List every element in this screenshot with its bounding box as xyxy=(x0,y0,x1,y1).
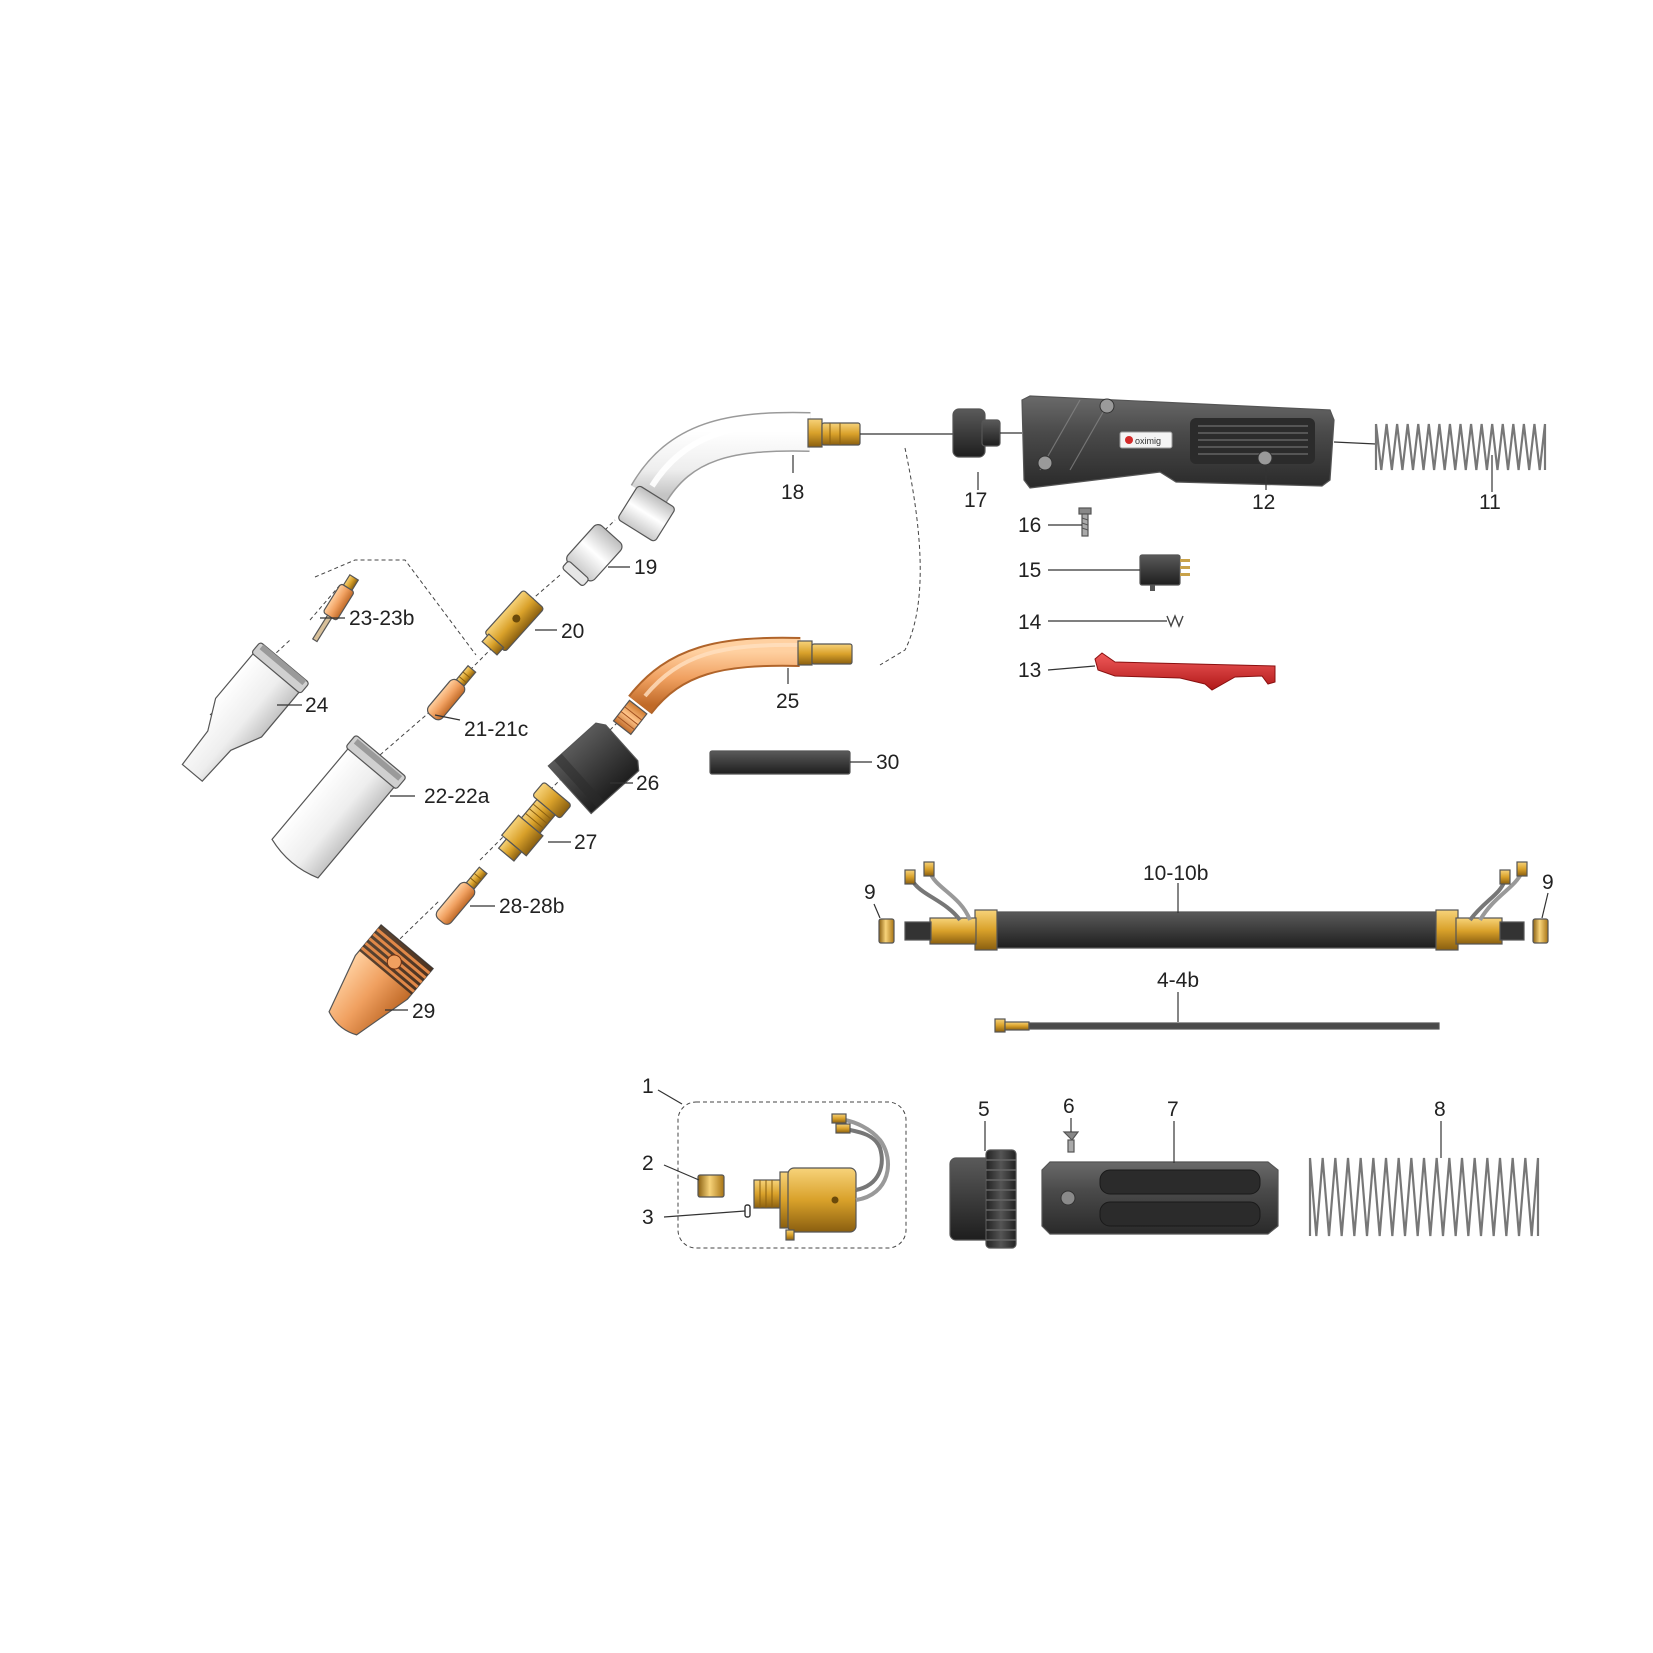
label-5: 5 xyxy=(978,1098,990,1121)
part-10-cable-assembly xyxy=(904,861,1528,951)
part-14-small-spring xyxy=(1166,614,1184,628)
assembly-path-axis-upper xyxy=(209,584,341,716)
label-6: 6 xyxy=(1063,1095,1075,1118)
label-12: 12 xyxy=(1252,491,1275,514)
label-3: 3 xyxy=(642,1206,654,1229)
part-9-nut-right xyxy=(1532,918,1549,944)
part-29-copper-nozzle xyxy=(328,923,435,1036)
label-22-22a: 22-22a xyxy=(424,785,490,808)
part-12-handle: oximig xyxy=(1021,395,1377,489)
label-9-left: 9 xyxy=(864,881,876,904)
part-labels: 18 17 12 11 16 15 14 13 19 20 23-23b 24 … xyxy=(305,481,1554,1229)
label-30: 30 xyxy=(876,751,899,774)
label-4-4b: 4-4b xyxy=(1157,969,1199,992)
part-15-microswitch xyxy=(1139,554,1190,591)
label-21-21c: 21-21c xyxy=(464,718,528,741)
part-11-spring xyxy=(1374,423,1547,471)
part-19-insulator xyxy=(562,523,623,586)
part-20-diffuser xyxy=(481,590,544,656)
label-27: 27 xyxy=(574,831,597,854)
label-1: 1 xyxy=(642,1075,654,1098)
part-26-dark-insulator xyxy=(547,722,640,815)
part-16-screw xyxy=(1078,507,1092,537)
part-5-nut xyxy=(949,1149,1017,1249)
label-15: 15 xyxy=(1018,559,1041,582)
part-30-sleeve xyxy=(709,750,872,775)
label-14: 14 xyxy=(1018,611,1042,634)
part-23-contact-tip-small xyxy=(311,573,360,643)
logo-text: oximig xyxy=(1135,436,1161,446)
part-3-o-ring xyxy=(744,1204,751,1218)
leader-lines xyxy=(277,455,1549,1218)
part-28-contact-tip xyxy=(435,866,488,925)
label-11: 11 xyxy=(1479,491,1501,514)
part-6-screw xyxy=(1062,1131,1080,1153)
part-21-contact-tip xyxy=(426,664,477,721)
label-10-10b: 10-10b xyxy=(1143,862,1208,885)
label-29: 29 xyxy=(412,1000,435,1023)
label-13: 13 xyxy=(1018,659,1041,682)
part-18-gooseneck xyxy=(618,411,960,542)
label-7: 7 xyxy=(1167,1098,1179,1121)
label-18: 18 xyxy=(781,481,804,504)
part-27-tip-holder xyxy=(497,782,571,862)
label-26: 26 xyxy=(636,772,659,795)
label-19: 19 xyxy=(634,556,657,579)
part-22-nozzle xyxy=(271,735,406,879)
label-24: 24 xyxy=(305,694,329,717)
part-1-group-box xyxy=(677,1101,907,1249)
part-9-nut-left xyxy=(878,918,895,944)
assembly-path-neck-link xyxy=(879,447,921,666)
label-23-23b: 23-23b xyxy=(349,607,414,630)
part-24-tapered-nozzle xyxy=(181,642,309,782)
label-20: 20 xyxy=(561,620,584,643)
label-28-28b: 28-28b xyxy=(499,895,564,918)
label-8: 8 xyxy=(1434,1098,1446,1121)
assembly-path-nozzle xyxy=(314,559,477,656)
assembly-path-axis-lower xyxy=(379,519,616,756)
part-4-liner xyxy=(994,1018,1440,1033)
part-8-spring xyxy=(1308,1157,1540,1237)
label-9-right: 9 xyxy=(1542,871,1554,894)
label-16: 16 xyxy=(1018,514,1041,537)
part-17-handle-nut xyxy=(952,408,1022,458)
assembly-path-lower-axis xyxy=(369,714,626,969)
part-7-rear-handle xyxy=(1041,1161,1279,1235)
part-2-sleeve xyxy=(697,1174,725,1198)
label-17: 17 xyxy=(964,489,987,512)
part-25-copper-gooseneck xyxy=(612,636,853,736)
part-13-trigger xyxy=(1094,652,1276,691)
part-1-central-connector xyxy=(753,1113,890,1241)
label-2: 2 xyxy=(642,1152,654,1175)
label-25: 25 xyxy=(776,690,799,713)
